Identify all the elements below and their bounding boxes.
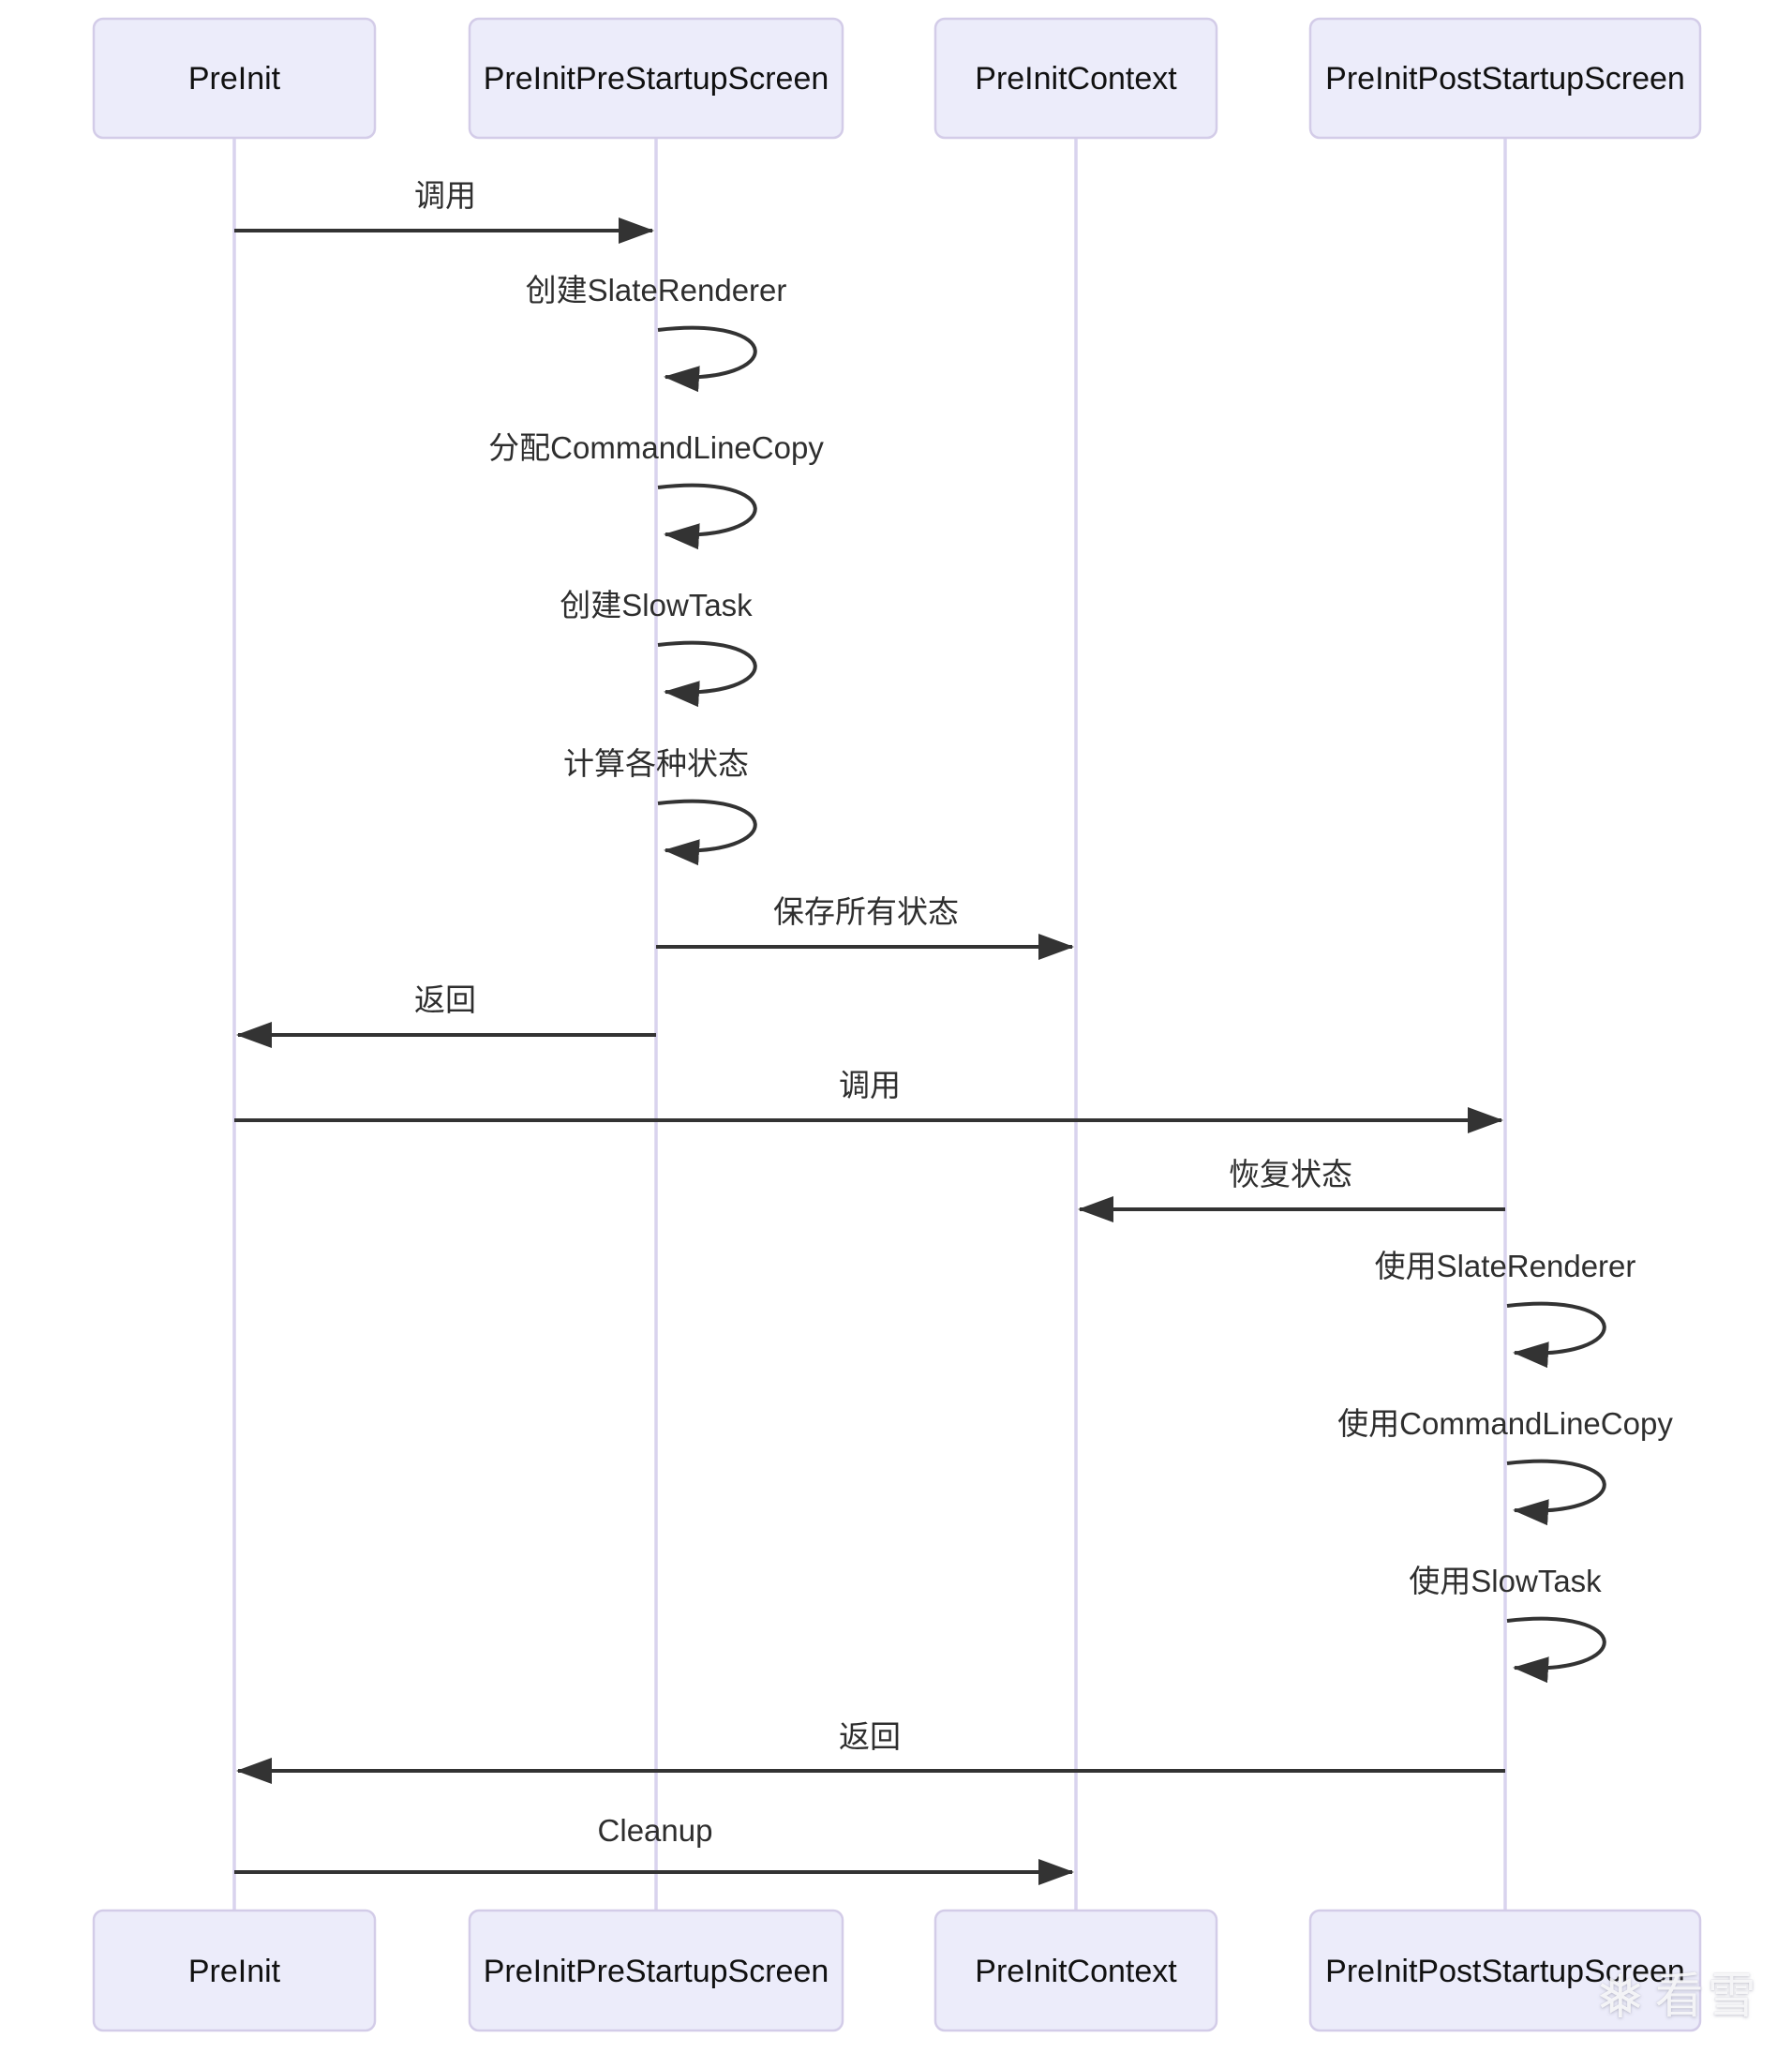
actor-label: PreInit bbox=[188, 61, 281, 97]
message-restore-state: 恢复状态 bbox=[1078, 1157, 1505, 1222]
actor-label: PreInit bbox=[188, 1954, 281, 1989]
actor-top-preinitprestartupscreen: PreInitPreStartupScreen bbox=[468, 17, 844, 140]
actor-bottom-preinitcontext: PreInitContext bbox=[933, 1909, 1218, 2032]
message-cleanup: Cleanup bbox=[234, 1813, 1074, 1885]
message-label: 创建SlateRenderer bbox=[526, 273, 787, 307]
self-loop-arrow bbox=[1506, 1616, 1606, 1684]
actor-label: PreInitPreStartupScreen bbox=[484, 61, 829, 97]
actor-label: PreInitPreStartupScreen bbox=[484, 1954, 829, 1989]
message-label: 调用 bbox=[414, 178, 476, 213]
message-label: 使用CommandLineCopy bbox=[1337, 1406, 1673, 1441]
message-label: Cleanup bbox=[598, 1813, 713, 1848]
actor-label: PreInitPostStartupScreen bbox=[1325, 1954, 1685, 1989]
actor-bottom-preinitprestartupscreen: PreInitPreStartupScreen bbox=[468, 1909, 844, 2032]
actor-label: PreInitContext bbox=[975, 61, 1177, 97]
self-loop-arrow bbox=[1506, 1459, 1606, 1526]
self-loop-arrow bbox=[1506, 1301, 1606, 1369]
actor-top-preinitcontext: PreInitContext bbox=[933, 17, 1218, 140]
self-loop-arrow bbox=[657, 799, 757, 866]
message-label: 使用SlateRenderer bbox=[1375, 1249, 1636, 1283]
message-label: 使用SlowTask bbox=[1409, 1564, 1602, 1598]
self-loop-1: 创建SlateRenderer bbox=[526, 273, 787, 393]
message-return-2: 返回 bbox=[236, 1719, 1505, 1784]
actor-label: PreInitPostStartupScreen bbox=[1325, 61, 1685, 97]
self-loop-6: 使用CommandLineCopy bbox=[1337, 1406, 1673, 1526]
message-label: 调用 bbox=[839, 1068, 901, 1102]
message-label: 恢复状态 bbox=[1229, 1157, 1352, 1191]
actor-label: PreInitContext bbox=[975, 1954, 1177, 1989]
message-label: 返回 bbox=[839, 1719, 901, 1754]
message-call-1: 调用 bbox=[234, 178, 654, 244]
self-loop-5: 使用SlateRenderer bbox=[1375, 1249, 1636, 1369]
message-label: 计算各种状态 bbox=[563, 746, 749, 781]
actor-bottom-preinitpoststartupscreen: PreInitPostStartupScreen bbox=[1308, 1909, 1702, 2032]
message-label: 分配CommandLineCopy bbox=[488, 430, 824, 465]
message-save-state: 保存所有状态 bbox=[656, 894, 1074, 960]
self-loop-arrow bbox=[657, 640, 757, 708]
self-loop-2: 分配CommandLineCopy bbox=[488, 430, 824, 550]
self-loop-arrow bbox=[657, 483, 757, 550]
self-loop-3: 创建SlowTask bbox=[560, 588, 757, 708]
message-return-1: 返回 bbox=[236, 982, 656, 1048]
self-loop-4: 计算各种状态 bbox=[563, 746, 757, 866]
message-call-2: 调用 bbox=[234, 1068, 1503, 1133]
actor-bottom-preinit: PreInit bbox=[92, 1909, 377, 2032]
self-loop-7: 使用SlowTask bbox=[1409, 1564, 1606, 1684]
message-label: 创建SlowTask bbox=[560, 588, 753, 622]
message-label: 返回 bbox=[414, 982, 476, 1017]
message-label: 保存所有状态 bbox=[773, 894, 959, 929]
actor-top-preinitpoststartupscreen: PreInitPostStartupScreen bbox=[1308, 17, 1702, 140]
actor-top-preinit: PreInit bbox=[92, 17, 377, 140]
self-loop-arrow bbox=[657, 325, 757, 393]
